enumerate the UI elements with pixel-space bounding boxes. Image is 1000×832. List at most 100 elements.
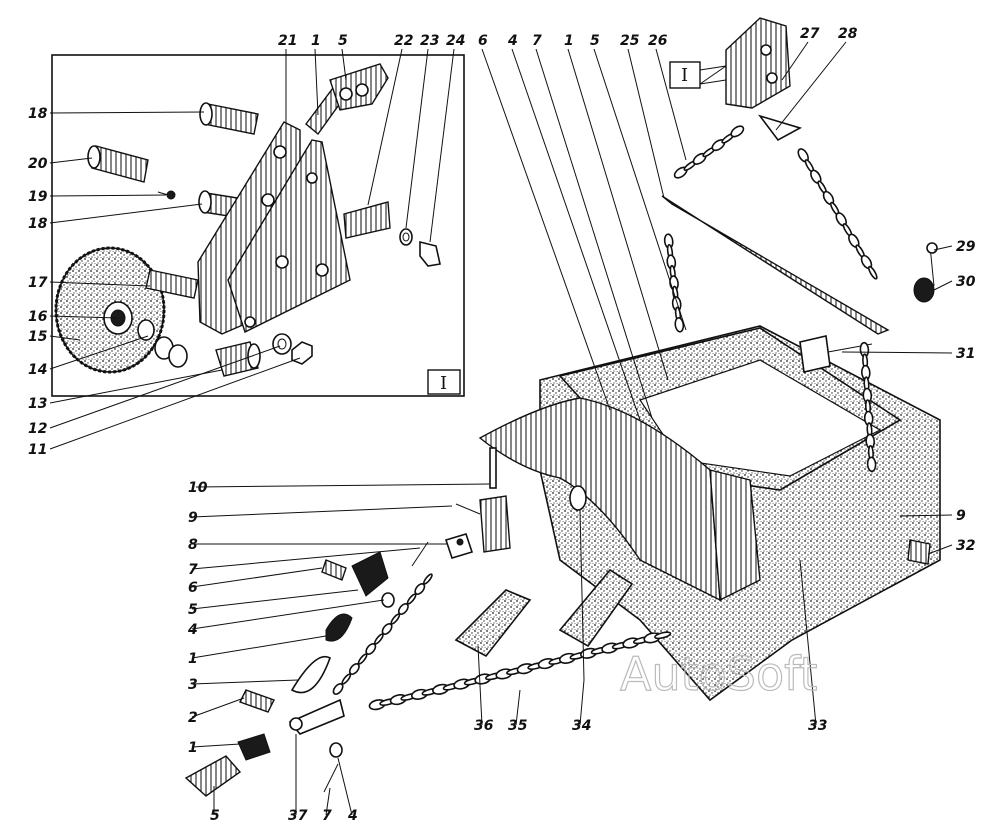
bolt-24: [419, 240, 441, 267]
leader-line: [593, 48, 687, 331]
shackle-28: [757, 114, 803, 142]
leader-line: [49, 157, 93, 164]
callout-28: 28: [838, 26, 858, 42]
callout-13: 13: [28, 396, 47, 412]
chain-link: [674, 317, 685, 333]
hinge-9: [479, 495, 511, 553]
leader-line: [191, 679, 299, 685]
callout-35: 35: [508, 718, 528, 734]
callout-5: 5: [210, 808, 220, 824]
leader-line: [933, 245, 953, 251]
leader-line: [477, 645, 483, 726]
chain-link: [866, 456, 877, 473]
link-1-lower: [237, 733, 271, 761]
washer-4-lower: [329, 742, 343, 758]
callout-7: 7: [532, 33, 542, 49]
leader-line: [191, 743, 241, 748]
leader-line: [535, 48, 653, 419]
bolt-2: [239, 689, 275, 713]
leader-line: [314, 48, 319, 116]
leader-line: [337, 757, 353, 816]
pin-19: [157, 190, 176, 200]
callout-3: 3: [188, 677, 198, 693]
callout-10: 10: [188, 480, 208, 496]
callout-9: 9: [188, 510, 198, 526]
leader-line: [933, 280, 953, 291]
chain-26-upper: [673, 125, 745, 179]
leader-line: [899, 514, 953, 517]
callout-4: 4: [347, 808, 358, 824]
callout-14: 14: [28, 362, 47, 378]
chain-link: [730, 125, 745, 138]
pin-29: [926, 242, 938, 287]
chain-link: [348, 663, 360, 675]
callout-16: 16: [28, 309, 48, 325]
shackle-5-inset: [329, 63, 389, 111]
leader-line: [191, 567, 323, 588]
callout-23: 23: [420, 33, 439, 49]
inset-frame: [51, 54, 465, 397]
callout-32: 32: [956, 538, 975, 554]
leader-line: [367, 48, 403, 206]
shackle-5-mid: [351, 551, 389, 597]
leader-line: [775, 41, 847, 131]
callout-1: 1: [311, 33, 321, 49]
leader-line: [341, 48, 347, 81]
bushings-14: [137, 319, 188, 368]
leader-line: [49, 203, 203, 224]
leader-line: [191, 547, 421, 570]
leader-line: [49, 111, 205, 114]
callout-5: 5: [590, 33, 600, 49]
leader-line: [515, 689, 521, 726]
leader-line: [49, 315, 119, 319]
shackle-37: [288, 698, 345, 735]
callout-21: 21: [278, 33, 297, 49]
leader-line: [579, 679, 585, 726]
pin-20: [87, 145, 149, 183]
callout-1: 1: [564, 33, 574, 49]
pin-18-upper: [199, 102, 259, 135]
callout-17: 17: [28, 275, 48, 291]
watermark: AutoSoft: [620, 647, 818, 701]
leader-line: [49, 335, 149, 370]
pin-9-upper: [455, 503, 481, 515]
inset-detail-view: I: [51, 54, 465, 397]
leader-line: [49, 369, 223, 404]
callout-31: 31: [956, 346, 975, 362]
link-3: [290, 655, 331, 694]
shackle-5-lower: [184, 755, 242, 797]
callout-20: 20: [28, 156, 48, 172]
callout-30: 30: [956, 274, 976, 290]
view-marker-pointer: [699, 65, 727, 85]
callout-18: 18: [28, 106, 48, 122]
callout-11: 11: [28, 442, 47, 458]
chain-link: [365, 643, 377, 655]
rail-25: [661, 195, 890, 335]
chain-link: [867, 265, 878, 280]
nut-11: [291, 341, 313, 365]
callout-7: 7: [322, 808, 332, 824]
chain-link: [341, 673, 352, 685]
cover-hood: [478, 397, 761, 602]
post-10: [489, 447, 497, 489]
inset-view-box: [427, 369, 461, 395]
plate-22: [343, 201, 391, 239]
hook-34: [569, 485, 587, 681]
sleeve-13: [215, 341, 261, 377]
callout-9: 9: [956, 508, 966, 524]
chain-link: [357, 653, 368, 665]
shaft-16: [145, 269, 199, 299]
link-1-mid: [325, 613, 353, 642]
clamp-center: [558, 568, 634, 648]
callout-7: 7: [188, 562, 198, 578]
leader-line: [49, 194, 167, 197]
leader-line: [405, 48, 429, 229]
callout-29: 29: [956, 239, 976, 255]
leader-line: [49, 281, 151, 287]
side-plate-21: [197, 121, 351, 335]
callout-4: 4: [187, 622, 198, 638]
loose-parts: [184, 485, 634, 797]
callout-6: 6: [188, 580, 198, 596]
callout-26: 26: [648, 33, 668, 49]
callout-15: 15: [28, 329, 48, 345]
